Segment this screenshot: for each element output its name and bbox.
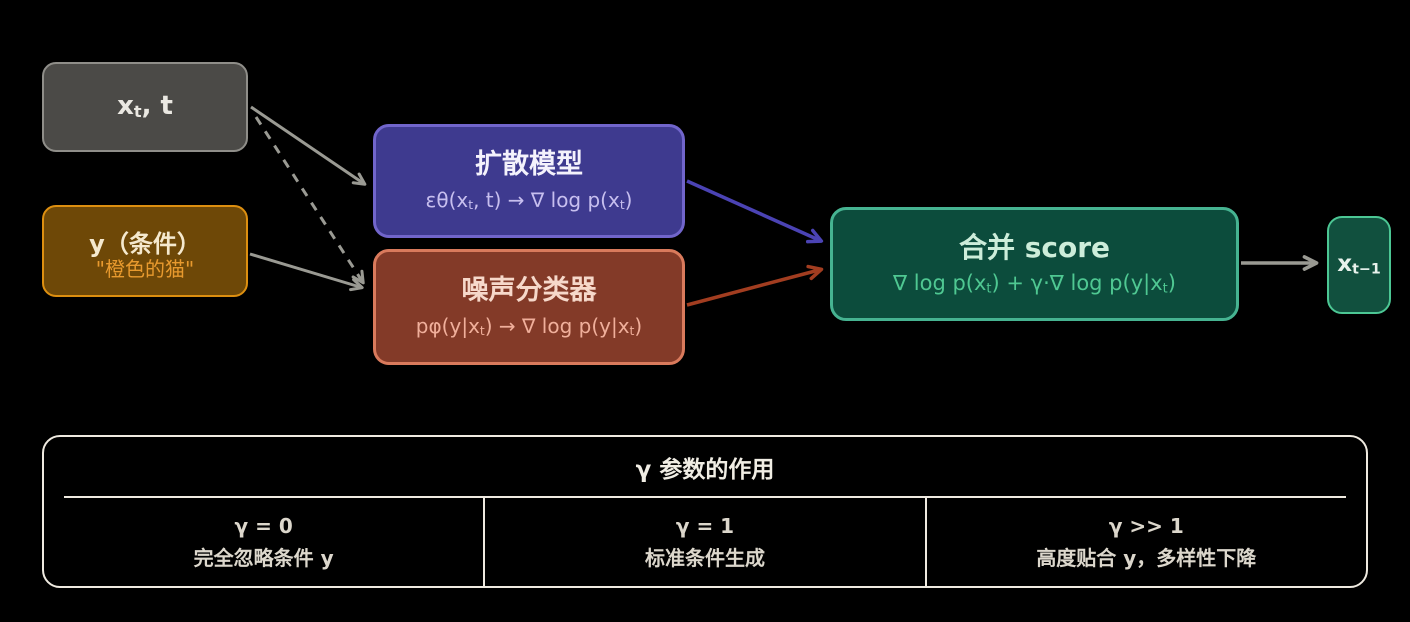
formula-part: εθ(x <box>425 188 469 213</box>
input-label-base: x <box>117 91 134 122</box>
gamma-panel: γ 参数的作用 γ = 0 完全忽略条件 y γ = 1 标准条件生成 γ >>… <box>42 435 1368 588</box>
gamma-cond: γ >> 1 <box>1108 514 1184 538</box>
noise-classifier-box: 噪声分类器 pφ(y|xt) → ∇ log p(y|xt) <box>373 249 685 365</box>
formula-part: ) <box>624 188 633 213</box>
arrow-classifier-to-merge <box>686 264 824 307</box>
merge-formula: ∇ log p(xt) + γ·∇ log p(y|xt) <box>893 271 1176 297</box>
gamma-desc: 高度贴合 y，多样性下降 <box>1036 546 1257 570</box>
formula-part: ∇ log p(x <box>893 271 987 296</box>
condition-title: y（条件） <box>89 229 201 258</box>
output-box: xt−1 <box>1327 216 1391 314</box>
gamma-column-0: γ = 0 完全忽略条件 y <box>44 498 483 586</box>
merge-score-box: 合并 score ∇ log p(xt) + γ·∇ log p(y|xt) <box>830 207 1239 321</box>
formula-part: ) + γ·∇ log p(y|x <box>991 271 1163 296</box>
classifier-title: 噪声分类器 <box>461 274 597 306</box>
arrow-condition-to-classifier <box>249 252 364 292</box>
formula-sub: t <box>619 197 625 213</box>
gamma-column-2: γ >> 1 高度贴合 y，多样性下降 <box>924 498 1366 586</box>
input-label: xt, t <box>117 91 173 122</box>
gamma-cond: γ = 1 <box>675 514 735 538</box>
gamma-desc: 标准条件生成 <box>644 546 765 570</box>
arrow-diffusion-to-merge <box>686 179 824 244</box>
gamma-cond: γ = 0 <box>234 514 293 538</box>
input-label-sub: t <box>133 102 142 122</box>
diffusion-title: 扩散模型 <box>475 148 583 180</box>
panel-title-rule <box>64 496 1346 498</box>
formula-part: , t) → ∇ log p(x <box>473 188 620 213</box>
output-label-sub: t−1 <box>1352 261 1381 278</box>
formula-part: ) <box>634 314 643 339</box>
formula-part: ) → ∇ log p(y|x <box>484 314 630 339</box>
formula-sub: t <box>468 197 474 213</box>
diffusion-formula: εθ(xt, t) → ∇ log p(xt) <box>426 188 633 213</box>
diffusion-model-box: 扩散模型 εθ(xt, t) → ∇ log p(xt) <box>373 124 685 238</box>
input-label-rest: , t <box>141 91 173 122</box>
condition-subtitle: "橙色的猫" <box>95 257 195 282</box>
gamma-desc: 完全忽略条件 y <box>193 546 334 570</box>
formula-sub: t <box>986 281 992 297</box>
formula-part: ) <box>1167 271 1176 296</box>
formula-sub: t <box>629 323 635 339</box>
input-box: xt, t <box>42 62 248 152</box>
formula-sub: t <box>1162 281 1168 297</box>
gamma-panel-title: γ 参数的作用 <box>635 456 775 483</box>
arrow-input-to-diffusion <box>250 105 367 186</box>
formula-sub: t <box>479 323 485 339</box>
formula-part: pφ(y|x <box>415 314 480 339</box>
output-label: xt−1 <box>1337 251 1381 279</box>
classifier-formula: pφ(y|xt) → ∇ log p(y|xt) <box>416 314 642 339</box>
condition-box: y（条件） "橙色的猫" <box>42 205 248 297</box>
gamma-columns: γ = 0 完全忽略条件 y γ = 1 标准条件生成 γ >> 1 高度贴合 … <box>44 498 1366 586</box>
merge-title: 合并 score <box>958 230 1111 264</box>
arrow-input-to-classifier-dashed <box>254 116 365 285</box>
output-label-base: x <box>1337 251 1353 278</box>
gamma-column-1: γ = 1 标准条件生成 <box>483 498 924 586</box>
